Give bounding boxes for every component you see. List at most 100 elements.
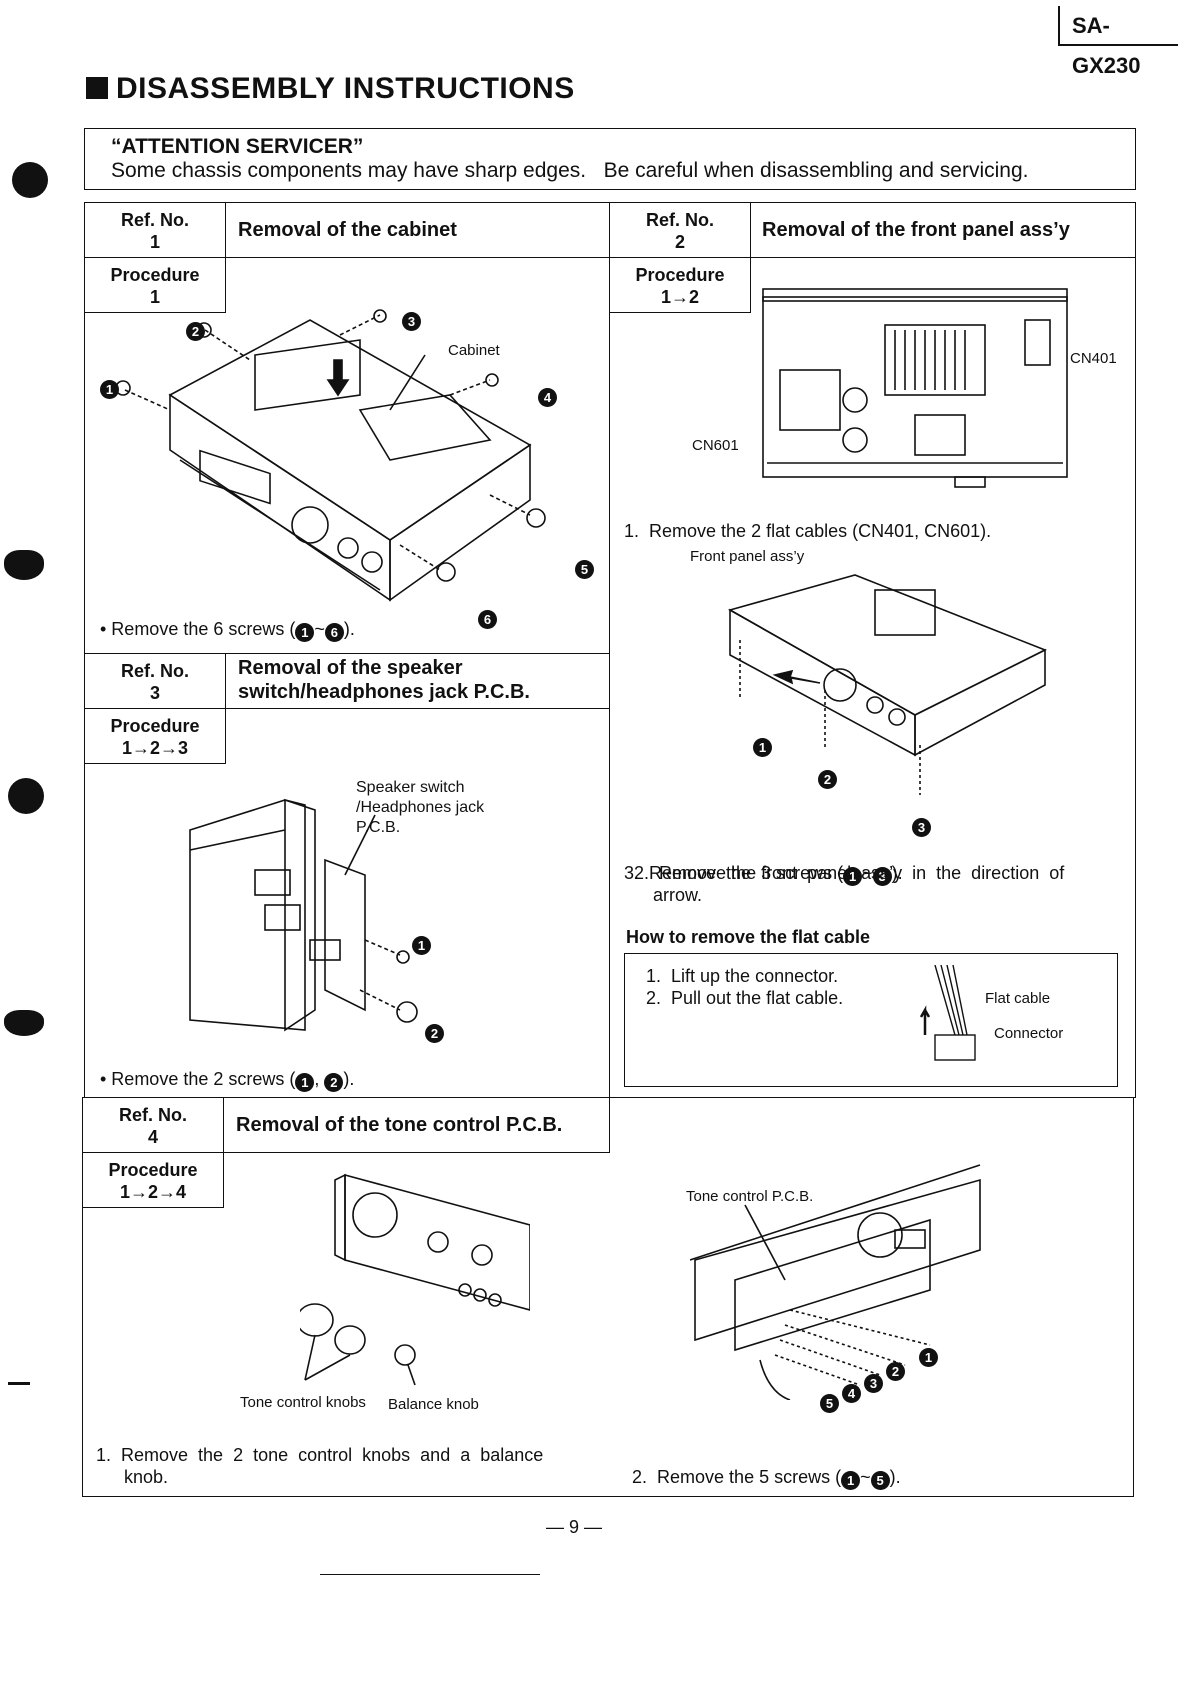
- callout-tone-knobs: Tone control knobs: [240, 1394, 366, 1411]
- attention-text: Some chassis components may have sharp e…: [111, 159, 1029, 182]
- step-number-a: 1: [843, 867, 863, 886]
- note-text: • Remove the 6 screws (: [100, 619, 296, 639]
- flat-cable-illustration: [919, 965, 976, 1061]
- step-number-b: 5: [870, 1471, 890, 1490]
- step-number-b: 3: [872, 867, 892, 886]
- callout-number-2: 2: [818, 770, 837, 789]
- flat-cable-step-1: 1. Lift up the connector.: [646, 966, 839, 986]
- section-2-title: Removal of the front panel ass’y: [762, 219, 1070, 241]
- note-number-b: 6: [324, 623, 344, 642]
- note-number-b: 2: [324, 1073, 344, 1092]
- section-1-note: • Remove the 6 screws (1~6).: [100, 618, 355, 642]
- title-square-icon: [86, 77, 108, 99]
- procedure-cell-3: Procedure 1→2→3: [84, 708, 226, 764]
- callout-flat-cable: Flat cable: [985, 990, 1051, 1007]
- section-3-title-line-2: switch/headphones jack P.C.B.: [238, 681, 530, 703]
- step-text: 2. Remove the 3 screws (: [634, 863, 844, 883]
- ref-no-cell-3: Ref. No. 3: [84, 653, 226, 709]
- chassis-top-illustration: [762, 288, 1068, 488]
- callout-number-3: 3: [912, 818, 931, 837]
- callout-number-2: 2: [425, 1024, 444, 1043]
- section-2-step-3: 3. Remove the front panel ass’y in the d…: [624, 863, 1065, 883]
- callout-front-panel: Front panel ass’y: [690, 548, 805, 565]
- section-2-step-1: 1. Remove the 2 flat cables (CN401, CN60…: [624, 521, 992, 541]
- callout-number-1: 1: [753, 738, 772, 757]
- binder-mark-icon: [8, 1382, 30, 1385]
- tone-pcb-illustration: [690, 1164, 981, 1400]
- callout-number-1: 1: [100, 380, 119, 399]
- section-4-step-1-cont: knob.: [124, 1467, 169, 1487]
- step-text: 2. Remove the 5 screws (: [632, 1467, 842, 1487]
- callout-number-4: 4: [842, 1384, 861, 1403]
- flat-cable-box: [624, 953, 1118, 1087]
- callout-connector: Connector: [994, 1025, 1064, 1042]
- ref-no-value: 2: [674, 232, 685, 252]
- procedure-cell-4: Procedure 1→2→4: [82, 1152, 224, 1208]
- binder-mark-icon: [4, 550, 44, 580]
- page-number: — 9 —: [546, 1517, 603, 1537]
- tone-knobs-illustration: [300, 1173, 530, 1386]
- callout-number-6: 6: [478, 610, 497, 629]
- section-3-title-line-1: Removal of the speaker: [238, 657, 463, 679]
- step-number-a: 1: [841, 1471, 861, 1490]
- callout-number-4: 4: [538, 388, 557, 407]
- ref-no-cell-4: Ref. No. 4: [82, 1097, 224, 1153]
- procedure-label: Procedure: [110, 265, 200, 285]
- binder-mark-icon: [4, 1010, 44, 1036]
- callout-number-2: 2: [186, 322, 205, 341]
- model-number: SA-GX230: [1058, 6, 1178, 78]
- callout-line-1: Speaker switch: [356, 779, 465, 796]
- callout-number-5: 5: [820, 1394, 839, 1413]
- section-2-step-2: 2. Remove the 3 screws (1~3).: [624, 840, 903, 886]
- title-cell-2: [750, 202, 1136, 258]
- ref-no-cell-2: Ref. No. 2: [609, 202, 751, 258]
- ref-no-label: Ref. No.: [645, 210, 714, 230]
- front-panel-illustration: [727, 574, 1047, 795]
- procedure-label: Procedure: [110, 716, 200, 736]
- ref-no-label: Ref. No.: [120, 210, 189, 230]
- callout-balance-knob: Balance knob: [388, 1396, 479, 1413]
- flat-cable-heading: How to remove the flat cable: [626, 927, 871, 947]
- binder-hole-icon: [8, 778, 44, 814]
- callout-number-1: 1: [412, 936, 431, 955]
- procedure-label: Procedure: [635, 265, 725, 285]
- section-4-step-2: 2. Remove the 5 screws (1~5).: [622, 1444, 901, 1490]
- section-2-step-3-cont: arrow.: [653, 885, 703, 905]
- ref-no-value: 3: [149, 683, 160, 703]
- cabinet-illustration: [115, 309, 546, 602]
- flat-cable-step-2: 2. Pull out the flat cable.: [646, 988, 844, 1008]
- note-number-a: 1: [295, 1073, 315, 1092]
- page-title-text: DISASSEMBLY INSTRUCTIONS: [116, 72, 575, 105]
- section-3-title: Removal of the speaker switch/headphones…: [238, 656, 530, 704]
- step-text-end: ).: [889, 1467, 901, 1487]
- title-cell-4: [223, 1097, 610, 1153]
- note-number-a: 1: [295, 623, 315, 642]
- procedure-cell-2: Procedure 1→2: [609, 257, 751, 313]
- section-4-step-1: 1. Remove the 2 tone control knobs and a…: [96, 1445, 544, 1465]
- callout-number-1: 1: [919, 1348, 938, 1367]
- section-1-title: Removal of the cabinet: [238, 219, 457, 241]
- page-title: DISASSEMBLY INSTRUCTIONS: [86, 72, 575, 106]
- note-separator: ~: [314, 619, 325, 639]
- speaker-pcb-illustration: [189, 798, 418, 1032]
- procedure-value: 1→2→3: [121, 738, 189, 758]
- procedure-label: Procedure: [108, 1160, 198, 1180]
- callout-cabinet: Cabinet: [448, 342, 500, 359]
- callout-number-3: 3: [402, 312, 421, 331]
- callout-line-2: /Headphones jack: [356, 799, 485, 816]
- step-text-end: ).: [891, 863, 903, 883]
- note-text-end: ).: [343, 619, 355, 639]
- title-cell-3: [225, 653, 610, 709]
- ref-no-value: 1: [149, 232, 160, 252]
- step-separator: ~: [862, 863, 873, 883]
- binder-hole-icon: [12, 162, 48, 198]
- callout-tone-pcb: Tone control P.C.B.: [686, 1188, 814, 1205]
- ref-no-label: Ref. No.: [118, 1105, 187, 1125]
- section-4-title: Removal of the tone control P.C.B.: [236, 1114, 563, 1136]
- note-separator: ,: [314, 1069, 325, 1089]
- procedure-value: 1→2→4: [119, 1182, 187, 1202]
- footer-rule: [320, 1574, 540, 1575]
- callout-number-2: 2: [886, 1362, 905, 1381]
- callout-cn401: CN401: [1070, 350, 1117, 367]
- ref-no-value: 4: [147, 1127, 158, 1147]
